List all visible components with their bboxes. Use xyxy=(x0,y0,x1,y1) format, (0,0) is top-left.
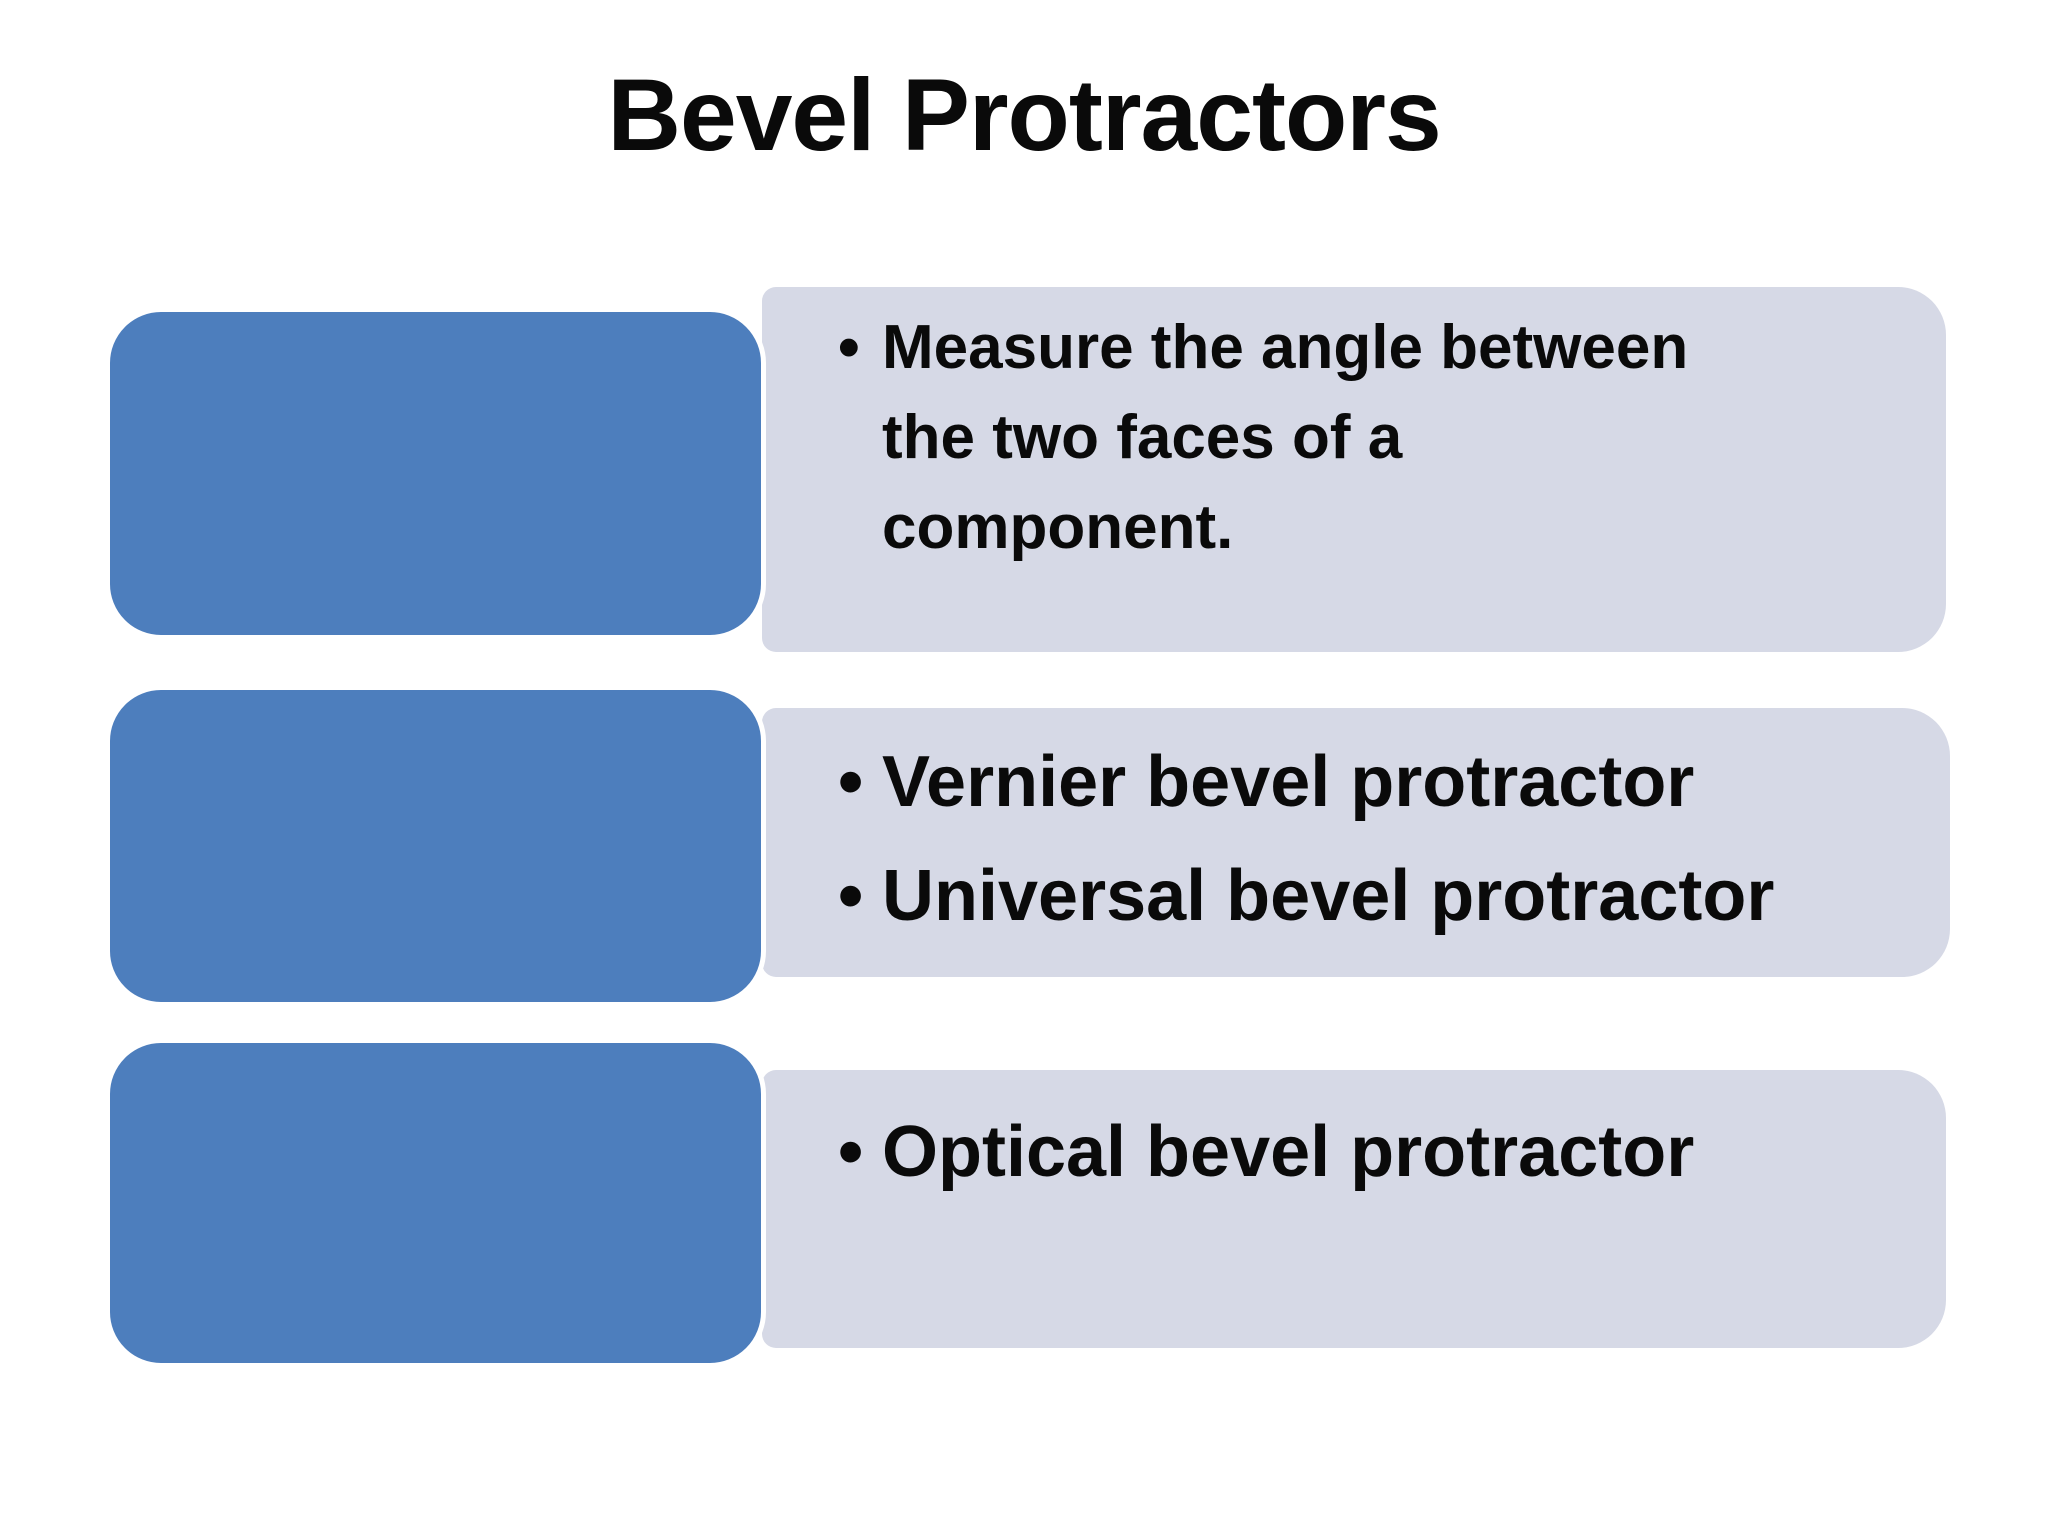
bullet-dot: • xyxy=(838,856,864,936)
text-panel-2: • Vernier bevel protractor • Universal b… xyxy=(762,708,1950,977)
accent-shape-2 xyxy=(105,685,766,1007)
bullet-dot: • xyxy=(838,313,860,382)
bullet-dot: • xyxy=(838,742,864,822)
text-panel-1: • Measure the angle between the two face… xyxy=(762,287,1946,652)
bullet-item: • Optical bevel protractor xyxy=(838,1102,1906,1202)
bullet-text-measure-angle: Measure the angle between the two faces … xyxy=(882,313,1689,562)
accent-shape-3 xyxy=(105,1038,766,1368)
bullet-text-optical: Optical bevel protractor xyxy=(882,1112,1695,1192)
accent-shape-1 xyxy=(105,307,766,640)
bullet-item: • Universal bevel protractor xyxy=(838,846,1910,946)
bullet-text-vernier: Vernier bevel protractor xyxy=(882,742,1695,822)
bullet-item: • Vernier bevel protractor xyxy=(838,732,1910,832)
bullet-item: • Measure the angle between the two face… xyxy=(838,303,1906,573)
text-panel-3: • Optical bevel protractor xyxy=(762,1070,1946,1348)
bullet-text-universal: Universal bevel protractor xyxy=(882,856,1775,936)
bullet-dot: • xyxy=(838,1112,864,1192)
slide-title: Bevel Protractors xyxy=(607,58,1441,172)
